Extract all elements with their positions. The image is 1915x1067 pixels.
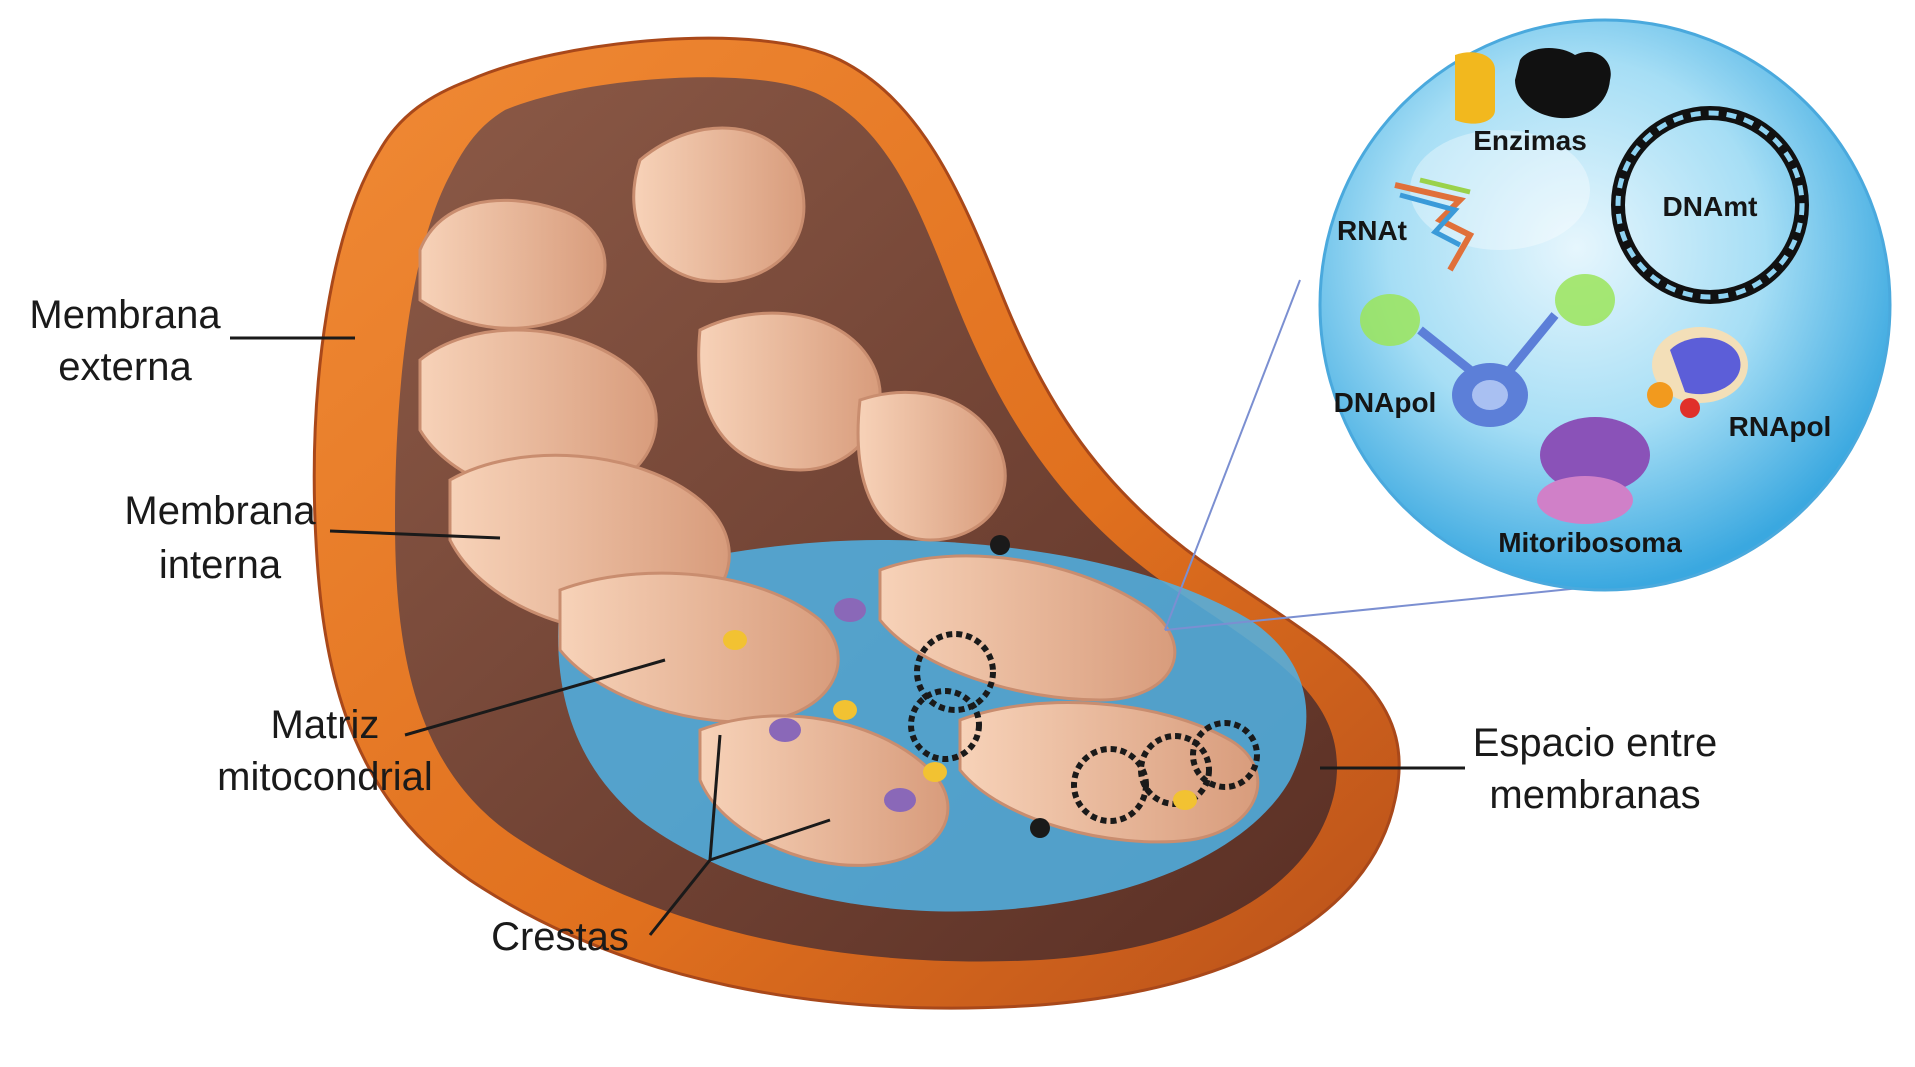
inset-label-rnapol: RNApol — [1729, 411, 1832, 442]
mitochondrion — [314, 38, 1399, 1008]
label-cristae: Crestas — [491, 915, 629, 959]
label-matrix-line1: Matriz — [271, 703, 380, 747]
inset-label-mitoribosome: Mitoribosoma — [1498, 527, 1682, 558]
label-inner-membrane-line1: Membrana — [124, 489, 316, 533]
inset-label-enzymes: Enzimas — [1473, 125, 1587, 156]
label-intermembrane-line2: membranas — [1489, 773, 1700, 817]
label-inner-membrane-line2: interna — [159, 543, 282, 587]
label-matrix-line2: mitocondrial — [217, 755, 433, 799]
label-intermembrane-line1: Espacio entre — [1473, 721, 1718, 765]
inset-label-dnapol: DNApol — [1334, 387, 1437, 418]
inset-label-trna: RNAt — [1337, 215, 1407, 246]
zoom-inset: Enzimas DNAmt RNAt DNApol — [1320, 20, 1890, 590]
inset-label-mtdna: DNAmt — [1663, 191, 1758, 222]
label-outer-membrane-line2: externa — [58, 345, 192, 389]
label-outer-membrane-line1: Membrana — [29, 293, 221, 337]
